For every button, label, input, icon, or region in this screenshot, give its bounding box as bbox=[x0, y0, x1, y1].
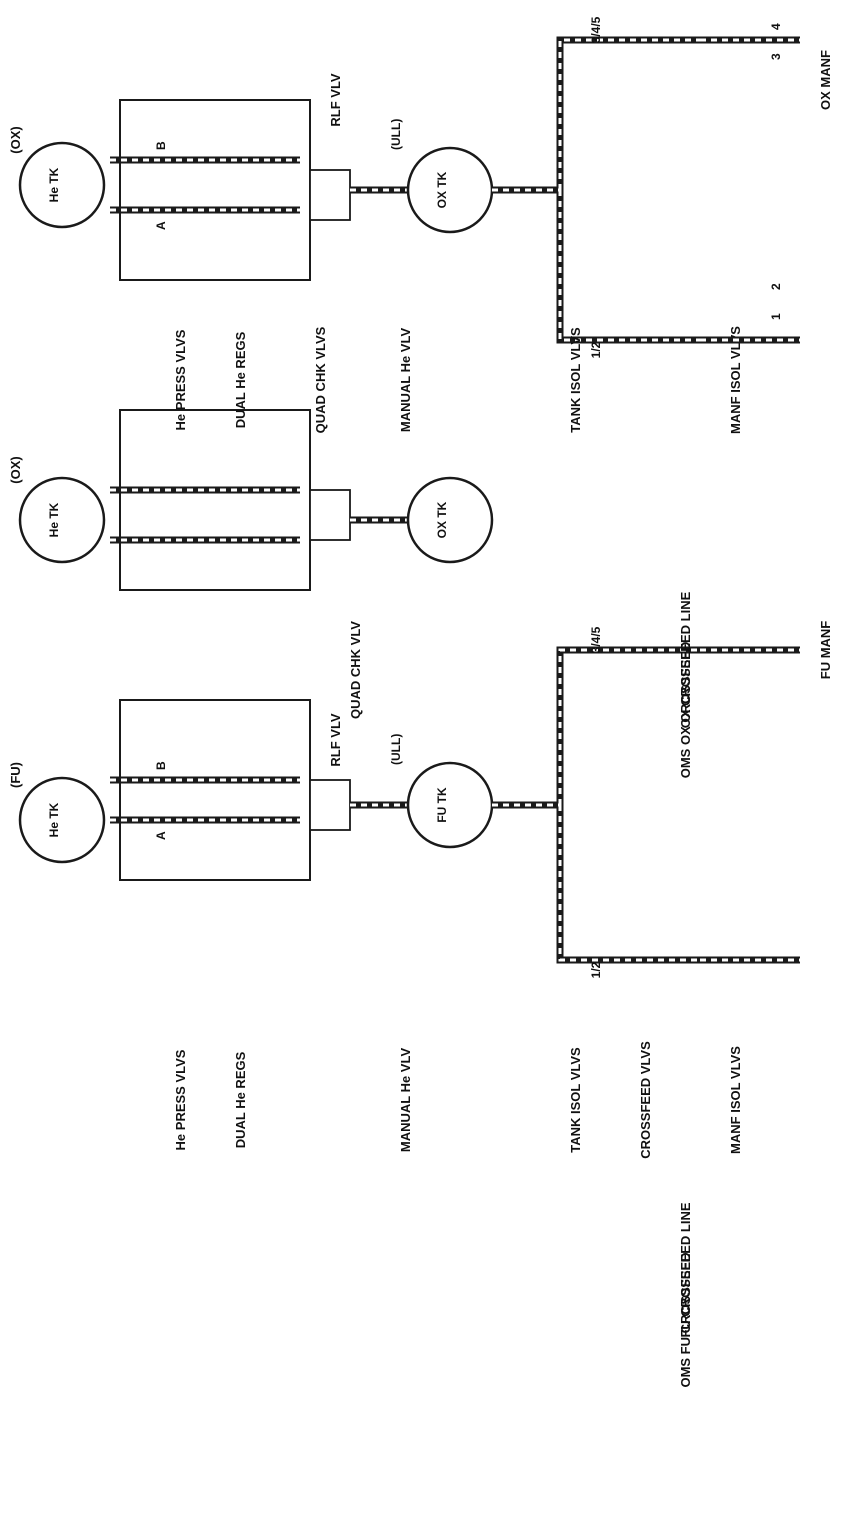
tank-isol-1-2-label: 1/2 bbox=[589, 341, 603, 358]
rlf-vlv-label: RLF VLV bbox=[328, 73, 343, 127]
manf-number: 3 bbox=[769, 53, 783, 60]
dual-he-regs-label: DUAL He REGS bbox=[233, 331, 248, 428]
tank-isol-vlvs-label: TANK ISOL VLVS bbox=[568, 1047, 583, 1153]
manf-isol-vlvs-label: MANF ISOL VLVS bbox=[728, 1046, 743, 1154]
ox-tank bbox=[406, 146, 494, 234]
oms-ox-crossfeed-label: OMS OX CROSSFEED bbox=[678, 642, 693, 779]
regulator-frame bbox=[119, 409, 311, 591]
tank-isol-3-4-5-label: 3/4/5 bbox=[589, 16, 603, 43]
manual-he-vlv-label: MANUAL He VLV bbox=[398, 328, 413, 433]
quad-check-valve bbox=[309, 779, 351, 831]
he-press-vlvs-label: He PRESS VLVS bbox=[173, 329, 188, 430]
dual-he-regs-label: DUAL He REGS bbox=[233, 1051, 248, 1148]
fu-side-label: (FU) bbox=[8, 762, 23, 788]
fu-crossfeed-line-label: FU CROSSFEED LINE bbox=[678, 1202, 693, 1337]
crossfeed-vlvs-label: CROSSFEED VLVS bbox=[638, 1041, 653, 1159]
regulator-frame bbox=[119, 99, 311, 281]
ull-label: (ULL) bbox=[389, 734, 403, 765]
ox-tank-upper bbox=[406, 476, 494, 564]
he-tank-label: He TK bbox=[47, 802, 61, 837]
he-tank-label: He TK bbox=[47, 502, 61, 537]
ox-tank-label: OX TK bbox=[435, 501, 449, 538]
tank-isol-vlvs-label: TANK ISOL VLVS bbox=[568, 327, 583, 433]
valve-a-label: A bbox=[154, 831, 168, 840]
fu-manf-label: FU MANF bbox=[818, 621, 833, 680]
he-tank-ox-lower bbox=[18, 141, 106, 229]
quad-chk-vlv-label: QUAD CHK VLV bbox=[348, 621, 363, 719]
he-press-vlvs-label: He PRESS VLVS bbox=[173, 1049, 188, 1150]
manf-isol-vlvs-label: MANF ISOL VLVS bbox=[728, 326, 743, 434]
fu-tank-label: FU TK bbox=[435, 787, 449, 823]
he-tank-fu-lower bbox=[18, 776, 106, 864]
ull-label: (ULL) bbox=[389, 119, 403, 150]
manf-number: 2 bbox=[769, 283, 783, 290]
quad-chk-vlvs-label: QUAD CHK VLVS bbox=[313, 326, 328, 433]
quad-check-valve bbox=[309, 169, 351, 221]
he-tank-label: He TK bbox=[47, 167, 61, 202]
oms-fu-crossfeed-label: OMS FU CROSSFEED bbox=[678, 1252, 693, 1387]
he-tank-ox-upper bbox=[18, 476, 106, 564]
ox-tank-label: OX TK bbox=[435, 171, 449, 208]
tank-isol-3-4-5-label: 3/4/5 bbox=[589, 626, 603, 653]
ox-crossfeed-line-label: OX CROSSFEED LINE bbox=[678, 591, 693, 728]
manual-he-vlv-label: MANUAL He VLV bbox=[398, 1048, 413, 1153]
manf-number: 1 bbox=[769, 313, 783, 320]
ox-manf-label: OX MANF bbox=[818, 50, 833, 110]
fu-tank bbox=[406, 761, 494, 849]
ox-side-label: (OX) bbox=[8, 456, 23, 483]
tank-isol-1-2-label: 1/2 bbox=[589, 961, 603, 978]
ox-side-label: (OX) bbox=[8, 126, 23, 153]
rlf-vlv-label: RLF VLV bbox=[328, 713, 343, 767]
regulator-frame bbox=[119, 699, 311, 881]
valve-b-label: B bbox=[154, 761, 168, 770]
valve-a-label: A bbox=[154, 221, 168, 230]
quad-check-valve bbox=[309, 489, 351, 541]
manf-number: 4 bbox=[769, 23, 783, 30]
valve-b-label: B bbox=[154, 141, 168, 150]
